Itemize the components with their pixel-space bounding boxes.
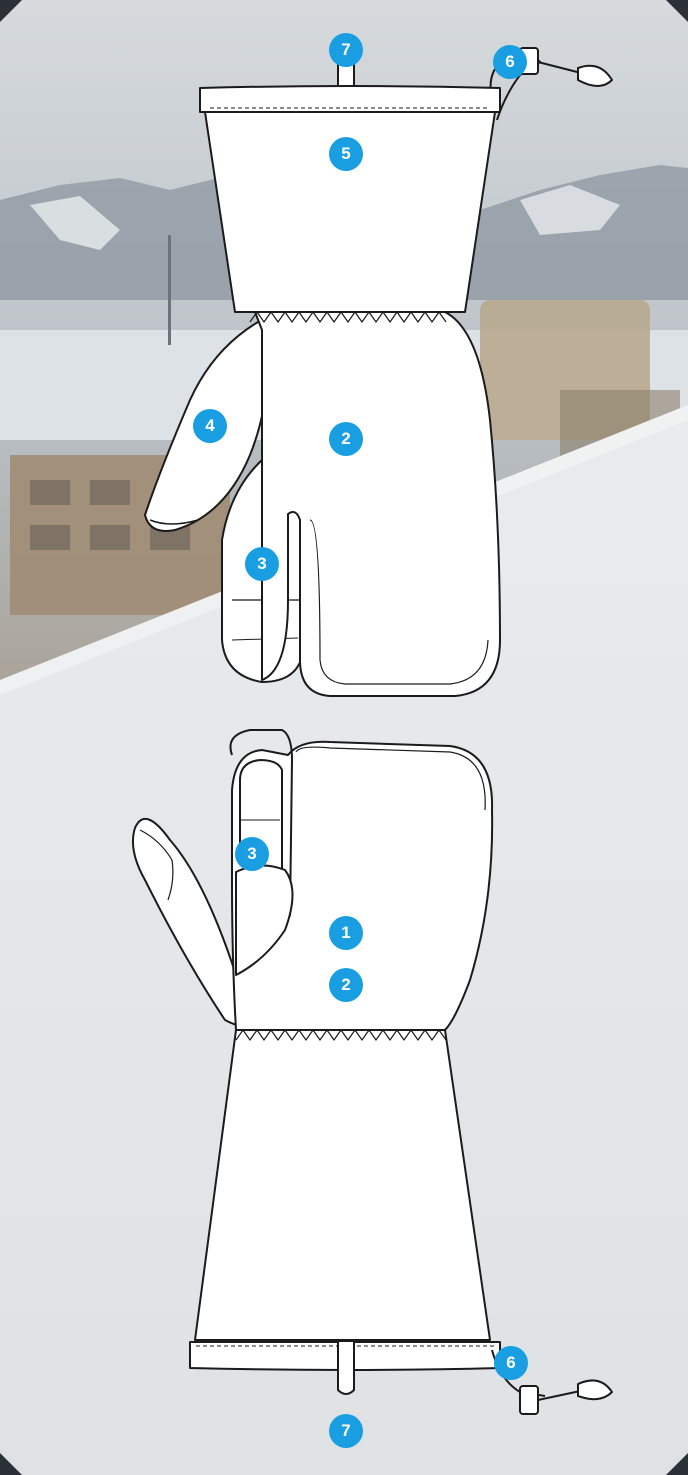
callout-badge: 6	[494, 1346, 528, 1380]
callout-badge: 3	[245, 547, 279, 581]
callout-badge: 5	[329, 137, 363, 171]
callout-badge: 2	[329, 968, 363, 1002]
cuff-palm	[195, 1030, 490, 1340]
callout-badge: 7	[329, 33, 363, 67]
strap-loop-bottom	[338, 1342, 354, 1394]
callout-badge: 2	[329, 422, 363, 456]
callout-badge: 7	[329, 1414, 363, 1448]
callout-badge: 4	[193, 409, 227, 443]
callout-badge: 1	[329, 916, 363, 950]
callout-badge: 3	[235, 837, 269, 871]
callout-badge: 6	[493, 45, 527, 79]
